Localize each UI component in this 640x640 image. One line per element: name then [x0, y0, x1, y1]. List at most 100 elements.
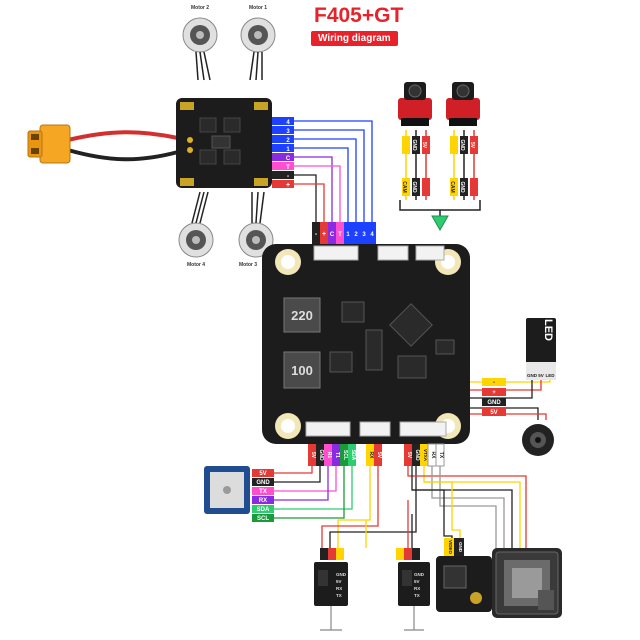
camera-left-icon — [398, 82, 432, 126]
motor-2-label: Motor 2 — [191, 5, 209, 11]
vtx-module-icon — [436, 556, 492, 612]
svg-text:5V: 5V — [469, 142, 475, 149]
fc-bottom-mid-pins: RX 5V — [366, 444, 382, 466]
motor-2-icon: Motor 2 — [182, 5, 218, 81]
svg-text:GND: GND — [414, 449, 420, 461]
svg-text:5V: 5V — [414, 579, 420, 584]
gps-wires — [274, 466, 353, 519]
svg-text:T: T — [338, 232, 342, 238]
fc-bottom-left-pins: 5V GND R1 T1 SCL SDA — [308, 444, 356, 466]
svg-text:GND: GND — [411, 181, 417, 193]
motor-1-icon: Motor 1 — [240, 5, 276, 81]
svg-text:SDA: SDA — [350, 450, 356, 461]
svg-text:5V: 5V — [490, 410, 497, 416]
esc-pin-4-label: 4 — [286, 120, 290, 126]
esc-pin-minus — [272, 171, 294, 179]
svg-text:GND: GND — [459, 139, 465, 151]
esc-pin-3-label: 3 — [286, 129, 290, 135]
camera-right-wires: GND 5V CAM GND — [449, 130, 478, 200]
svg-text:VIDEO: VIDEO — [448, 540, 453, 555]
svg-text:RX: RX — [259, 498, 267, 504]
camera-merge-arrow — [399, 200, 481, 232]
svg-text:5V: 5V — [336, 579, 342, 584]
svg-text:4: 4 — [370, 232, 374, 238]
svg-text:GND: GND — [411, 139, 417, 151]
svg-text:GND: GND — [256, 480, 270, 486]
svg-text:TX: TX — [259, 489, 267, 495]
esc-pin-1-label: 1 — [286, 147, 290, 153]
svg-text:2: 2 — [354, 232, 358, 238]
receiver-right-icon: GND 5V RX TX — [398, 562, 430, 631]
buzzer-wire-labels: - + GND 5V — [482, 378, 506, 416]
motor-4-icon: Motor 4 — [178, 191, 214, 268]
svg-text:RX: RX — [336, 586, 342, 591]
svg-text:T1: T1 — [334, 452, 340, 458]
svg-text:3: 3 — [362, 232, 366, 238]
motor-1-label: Motor 1 — [249, 5, 267, 11]
svg-text:TX: TX — [336, 593, 342, 598]
esc-pin-header: 4 3 2 1 C T - + — [272, 117, 294, 189]
camera-right-icon — [446, 82, 480, 126]
svg-text:-: - — [493, 380, 495, 386]
led-strip-icon: LED GND 5V LED — [526, 318, 556, 380]
esc-pin-2-label: 2 — [286, 138, 290, 144]
svg-text:+: + — [322, 231, 326, 238]
svg-text:GND: GND — [458, 542, 463, 553]
svg-text:5V: 5V — [421, 142, 427, 149]
svg-text:VTXA: VTXA — [423, 449, 428, 462]
svg-text:C: C — [330, 232, 335, 238]
svg-text:CAM: CAM — [401, 181, 407, 192]
fc-top-connector: - + C T 1 2 3 4 — [312, 222, 376, 244]
xt60-connector-icon — [27, 124, 179, 164]
buzzer-icon — [522, 424, 554, 456]
svg-text:TX: TX — [414, 593, 420, 598]
receiver-wires — [321, 466, 417, 548]
svg-text:TX: TX — [438, 452, 444, 459]
svg-text:5V: 5V — [259, 471, 266, 477]
led-strip-label: LED — [542, 319, 554, 341]
inductor-220-label: 220 — [291, 308, 313, 323]
esc-pin-2 — [272, 135, 294, 143]
esc-pin-t — [272, 162, 294, 170]
svg-text:LED: LED — [546, 373, 556, 378]
receiver-left-icon: GND 5V RX TX — [314, 562, 348, 631]
svg-text:5V: 5V — [406, 452, 412, 459]
svg-text:GND: GND — [414, 572, 425, 577]
camera-left-wires: GND 5V CAM GND — [401, 130, 430, 200]
esc-board — [176, 98, 272, 188]
svg-text:RX: RX — [368, 452, 374, 460]
diagram-title: F405+GT — [314, 4, 404, 27]
svg-text:GND: GND — [318, 449, 324, 461]
svg-text:-: - — [315, 231, 318, 238]
svg-text:RX: RX — [414, 586, 420, 591]
gps-module-icon — [204, 466, 250, 514]
esc-pin-plus — [272, 180, 294, 188]
svg-text:+: + — [492, 390, 496, 396]
motor-4-label: Motor 4 — [187, 262, 205, 268]
flight-controller-board: 220 100 — [262, 244, 470, 444]
receiver-left-pads — [320, 548, 344, 560]
svg-text:5V: 5V — [538, 373, 544, 378]
svg-text:GND: GND — [487, 400, 501, 406]
svg-text:RX: RX — [430, 452, 436, 460]
svg-text:1: 1 — [346, 232, 350, 238]
svg-text:GND: GND — [459, 181, 465, 193]
svg-text:R1: R1 — [326, 452, 332, 459]
digital-vtx-icon — [492, 548, 562, 618]
esc-pin-1 — [272, 144, 294, 152]
inductor-100-label: 100 — [291, 363, 313, 378]
motor-3-label: Motor 3 — [239, 262, 257, 268]
svg-text:GND: GND — [527, 373, 538, 378]
vtx-wires — [407, 466, 527, 555]
diagram-subtitle: Wiring diagram — [311, 31, 398, 46]
esc-pin-t-label: T — [286, 165, 290, 171]
svg-text:5V: 5V — [376, 452, 382, 459]
esc-pin-minus-label: - — [287, 173, 290, 180]
esc-pin-3 — [272, 126, 294, 134]
svg-text:SCL: SCL — [342, 450, 348, 460]
gps-wire-labels: 5V GND TX RX SDA SCL — [252, 469, 274, 522]
esc-pin-c-label: C — [286, 156, 291, 162]
svg-text:SCL: SCL — [257, 516, 269, 522]
